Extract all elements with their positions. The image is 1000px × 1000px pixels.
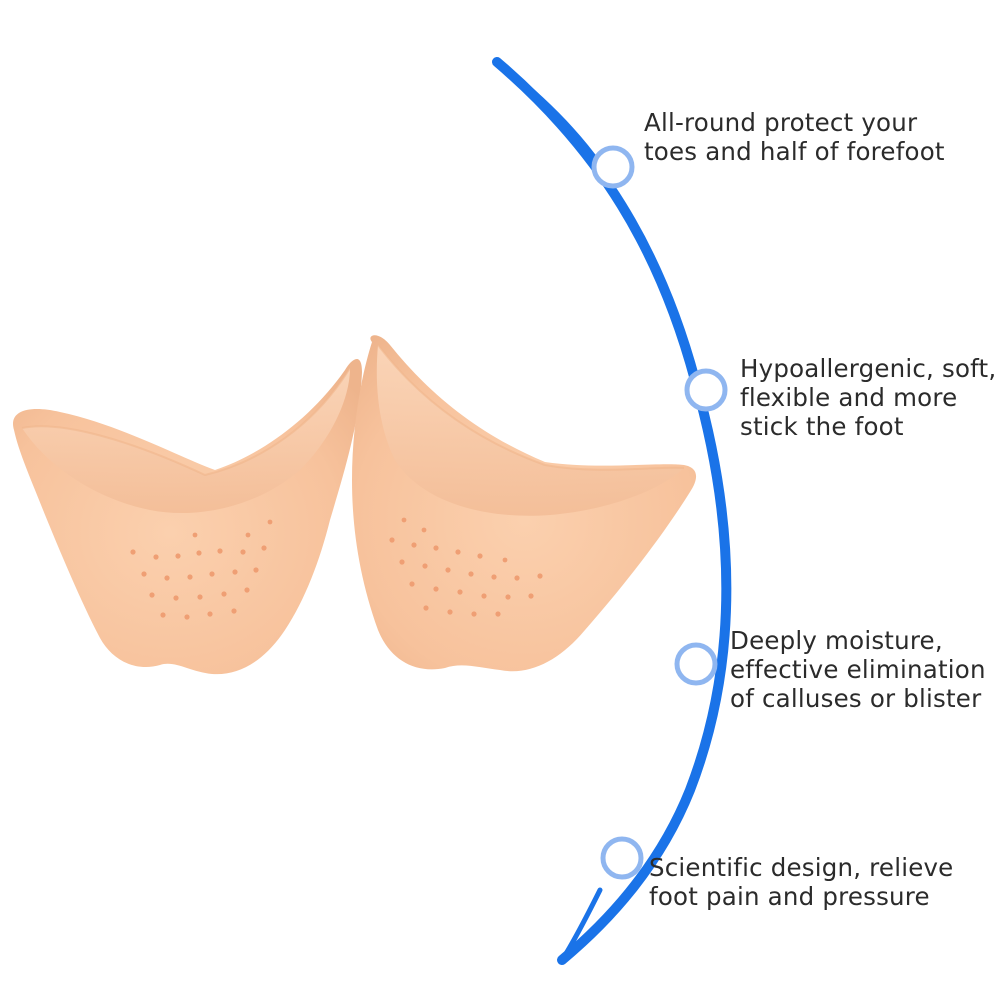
left-toe-cap-image	[13, 358, 363, 675]
blue-arc	[492, 57, 732, 965]
feature-text-hypoallergenic: Hypoallergenic, soft, flexible and more …	[740, 354, 997, 441]
feature-text-moisture: Deeply moisture, effective elimination o…	[730, 626, 986, 713]
feature-text-scientific-design: Scientific design, relieve foot pain and…	[649, 853, 954, 911]
blue-arc-bottom-taper	[559, 887, 603, 963]
blue-arc-top-taper	[494, 59, 603, 168]
ring-marker-icon	[591, 145, 635, 189]
ring-marker-icon	[674, 642, 718, 686]
ring-marker-icon	[600, 836, 644, 880]
feature-text-toe-protection: All-round protect your toes and half of …	[644, 108, 945, 166]
ring-marker-icon	[684, 368, 728, 412]
right-toe-cap-image	[352, 335, 697, 672]
